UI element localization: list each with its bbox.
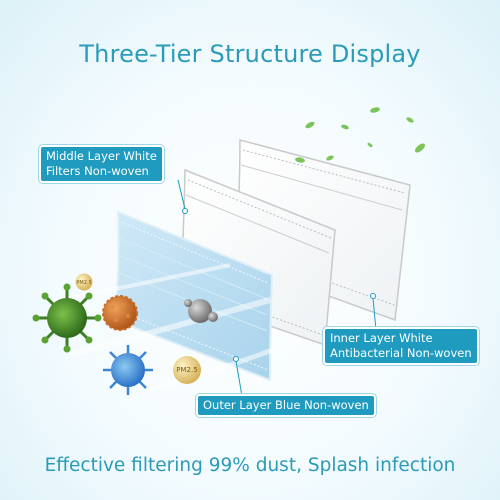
leaves-icon bbox=[295, 107, 425, 163]
pm25-large-icon: PM2.5 bbox=[173, 356, 201, 384]
grey-particle-icon bbox=[184, 299, 218, 323]
green-virus-icon bbox=[32, 283, 102, 353]
inner-layer-label: Inner Layer White Antibacterial Non-wove… bbox=[323, 327, 479, 365]
outer-layer-label: Outer Layer Blue Non-woven bbox=[196, 394, 376, 417]
inner-layer-label-line2: Antibacterial Non-woven bbox=[330, 346, 472, 360]
pm25-small-label: PM2.5 bbox=[76, 280, 91, 286]
middle-layer-label: Middle Layer White Filters Non-woven bbox=[39, 145, 164, 183]
footer-tagline: Effective filtering 99% dust, Splash inf… bbox=[44, 455, 456, 476]
pm25-small-icon: PM2.5 bbox=[75, 273, 93, 291]
blue-virus-icon bbox=[103, 345, 153, 395]
pm25-large-label: PM2.5 bbox=[176, 366, 197, 374]
label-connectors bbox=[177, 179, 377, 397]
orange-virus-icon bbox=[102, 295, 138, 331]
airflow-streaks bbox=[59, 263, 301, 393]
middle-layer-label-line1: Middle Layer White bbox=[46, 149, 157, 163]
page-title: Three-Tier Structure Display bbox=[79, 40, 421, 68]
outer-layer-label-text: Outer Layer Blue Non-woven bbox=[203, 398, 369, 412]
middle-layer-label-line2: Filters Non-woven bbox=[46, 164, 149, 178]
inner-layer-label-line1: Inner Layer White bbox=[330, 331, 433, 345]
